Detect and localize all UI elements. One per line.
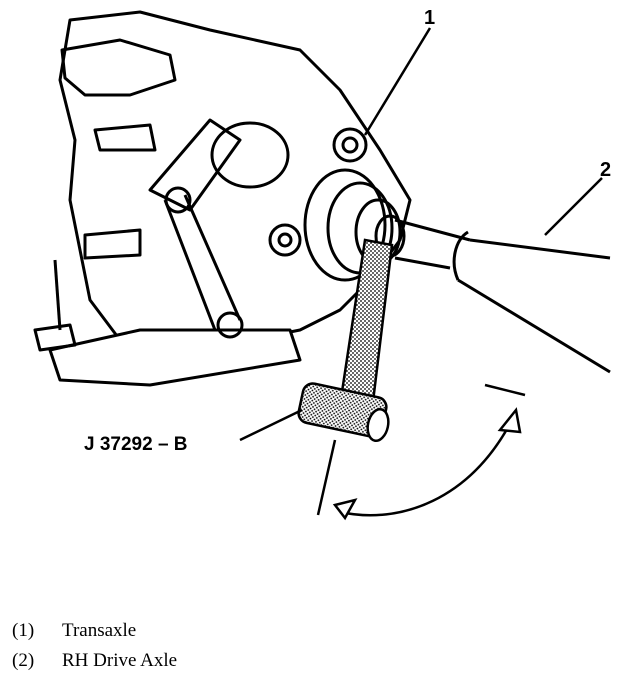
tool-label: J 37292 – B bbox=[84, 434, 188, 455]
legend-text: Transaxle bbox=[62, 620, 137, 641]
legend: (1) Transaxle (2) RH Drive Axle bbox=[12, 616, 612, 676]
tool-j37292b bbox=[297, 238, 394, 443]
legend-number: (2) bbox=[12, 650, 35, 671]
transaxle-housing bbox=[33, 10, 412, 387]
rotation-arrow bbox=[316, 383, 526, 521]
callout-1: 1 bbox=[424, 7, 435, 29]
rh-drive-axle-shaft bbox=[394, 218, 611, 374]
legend-text: RH Drive Axle bbox=[62, 650, 178, 671]
callout-2: 2 bbox=[600, 159, 611, 181]
legend-number: (1) bbox=[12, 620, 35, 641]
transaxle-drive-axle-illustration: 1 2 J 37292 – B bbox=[33, 7, 611, 521]
leader-lines bbox=[239, 27, 603, 442]
legend-item-rh-drive-axle: (2) RH Drive Axle bbox=[12, 646, 612, 676]
legend-item-transaxle: (1) Transaxle bbox=[12, 616, 612, 646]
